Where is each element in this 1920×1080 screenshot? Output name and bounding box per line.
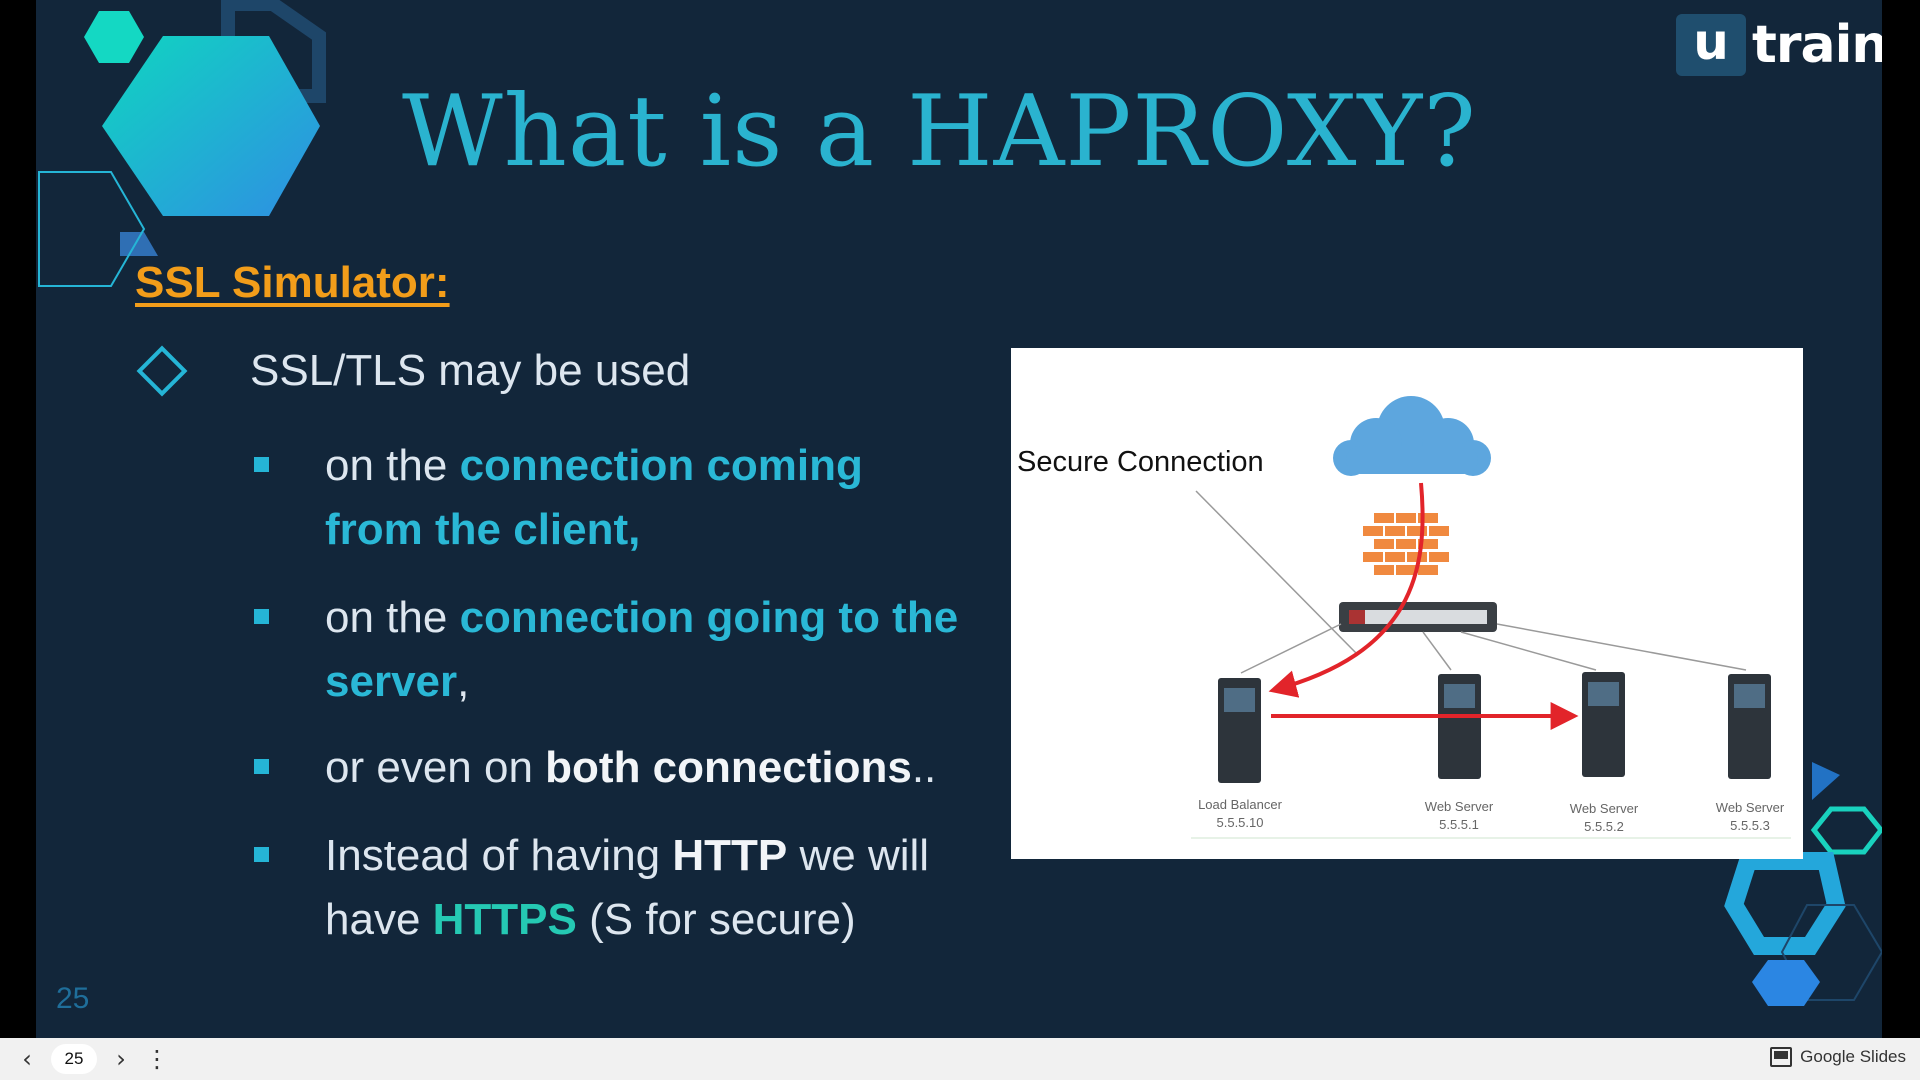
main-bullet-text: SSL/TLS may be used (250, 346, 691, 395)
utrain-logo: u train (1676, 14, 1882, 76)
more-options-button[interactable]: ⋮ (145, 1045, 169, 1073)
app-name-label: Google Slides (1800, 1047, 1906, 1066)
firewall-icon (1363, 513, 1449, 575)
slide: u train What is a HAPROXY? SSL Simulator… (36, 0, 1882, 1038)
square-bullet-icon (254, 609, 269, 624)
sub-bullet-both: or even on both connections.. (254, 736, 936, 800)
square-bullet-icon (254, 847, 269, 862)
logo-wordmark: train (1752, 15, 1882, 75)
logo-mark: u (1676, 14, 1746, 76)
slides-icon (1770, 1047, 1793, 1067)
square-bullet-icon (254, 759, 269, 774)
slide-page-number: 25 (56, 982, 90, 1015)
network-switch-icon (1339, 602, 1497, 632)
sub-bullet-text: or even on both connections.. (325, 743, 937, 792)
next-slide-button[interactable]: › (116, 1045, 126, 1073)
diamond-bullet-icon (136, 345, 188, 397)
server-icons (1218, 672, 1771, 783)
hexagon-decorations (38, 0, 1882, 1006)
square-bullet-icon (254, 457, 269, 472)
section-subheading: SSL Simulator: (135, 258, 450, 307)
secure-connection-label: Secure Connection (1017, 446, 1264, 478)
cloud-icon (1333, 396, 1491, 476)
google-slides-link[interactable]: Google Slides (1770, 1047, 1906, 1067)
main-bullet: SSL/TLS may be used (136, 345, 691, 397)
previous-slide-button[interactable]: ‹ (22, 1045, 32, 1073)
slide-title: What is a HAPROXY? (402, 75, 1477, 189)
viewer-toolbar: ‹ 25 › ⋮ Google Slides (0, 1038, 1920, 1080)
current-page-indicator[interactable]: 25 (51, 1044, 97, 1074)
